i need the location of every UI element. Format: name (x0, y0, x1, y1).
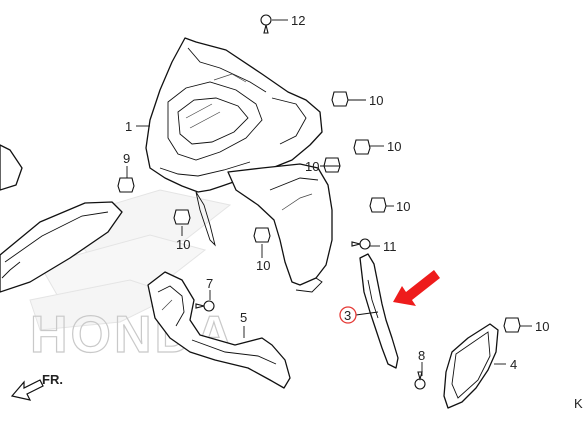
callout-10: 10 (256, 258, 270, 273)
direction-label: FR. (42, 372, 63, 387)
callout-10: 10 (176, 237, 190, 252)
screw-12 (260, 14, 272, 34)
callout-4: 4 (510, 357, 517, 372)
screws (195, 14, 426, 390)
red-pointer-arrow (393, 270, 440, 306)
callout-10: 10 (387, 139, 401, 154)
clips (117, 91, 521, 333)
side-panel-part-4 (443, 323, 499, 409)
corner-label: K (574, 396, 583, 411)
callout-3-highlighted: 3 (339, 306, 357, 324)
callout-8: 8 (418, 348, 425, 363)
callout-9: 9 (123, 151, 130, 166)
front-arrow-icon (10, 379, 44, 401)
side-strip-part-3 (359, 253, 399, 369)
callout-10: 10 (305, 159, 319, 174)
callout-10: 10 (535, 319, 549, 334)
inner-panel-part-5 (227, 163, 333, 293)
screw-11 (351, 238, 371, 250)
callout-7: 7 (206, 276, 213, 291)
callout-10: 10 (369, 93, 383, 108)
partial-parts-left (0, 144, 123, 293)
callout-12: 12 (291, 13, 305, 28)
screw-8 (414, 371, 426, 390)
callout-10: 10 (396, 199, 410, 214)
callout-1: 1 (125, 119, 132, 134)
screw-7 (195, 300, 215, 312)
callout-labels: 12 10 1 10 9 10 10 10 11 10 7 5 3 10 8 4 (123, 13, 549, 372)
callout-5: 5 (240, 310, 247, 325)
front-direction-indicator: FR. (10, 372, 63, 401)
leader-lines (126, 19, 532, 376)
lower-left-cover-part-5 (147, 271, 291, 389)
front-cowl-part-1 (145, 37, 323, 247)
callout-11: 11 (383, 239, 397, 254)
callout-3: 3 (344, 308, 351, 323)
